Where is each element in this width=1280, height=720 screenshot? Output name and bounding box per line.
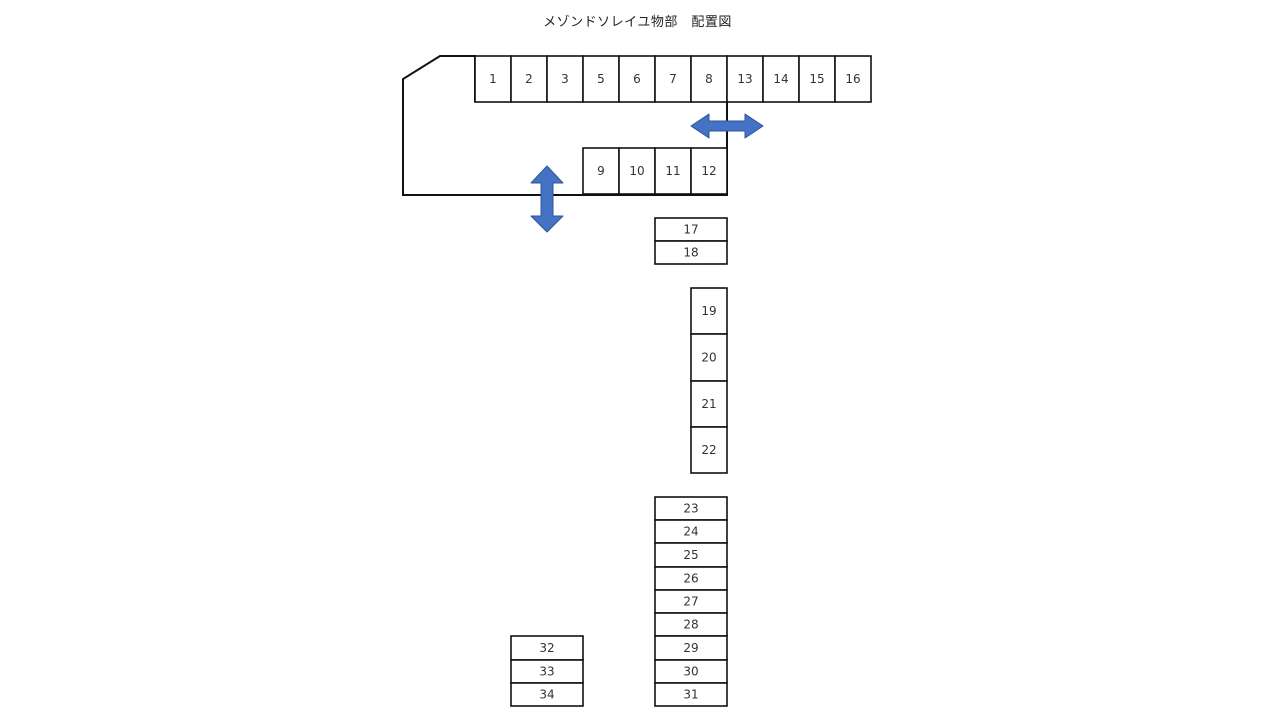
parking-space: 29 <box>654 635 728 661</box>
parking-space: 17 <box>654 217 728 242</box>
parking-space-number: 2 <box>525 72 533 86</box>
parking-space: 28 <box>654 612 728 637</box>
parking-space-box <box>510 635 584 661</box>
parking-space-number: 11 <box>665 164 680 178</box>
parking-space: 18 <box>654 240 728 265</box>
double-arrow-vertical-icon <box>530 165 564 233</box>
parking-space: 6 <box>618 55 656 103</box>
parking-space: 23 <box>654 496 728 521</box>
parking-space-number: 8 <box>705 72 713 86</box>
parking-space: 8 <box>690 55 728 103</box>
parking-space: 33 <box>510 659 584 684</box>
parking-space: 31 <box>654 682 728 707</box>
parking-space: 16 <box>834 55 872 103</box>
parking-space: 30 <box>654 659 728 684</box>
parking-space-number: 24 <box>683 525 698 539</box>
parking-space-box <box>654 635 728 661</box>
parking-space: 11 <box>654 147 692 195</box>
parking-space: 25 <box>654 542 728 568</box>
parking-space-box <box>690 147 728 195</box>
parking-space-box <box>690 426 728 474</box>
parking-space-number: 21 <box>701 397 716 411</box>
parking-space-box <box>654 542 728 568</box>
parking-space-box <box>798 55 836 103</box>
parking-space-box <box>690 333 728 382</box>
parking-space-box <box>510 55 548 103</box>
parking-space-number: 9 <box>597 164 605 178</box>
double-arrow-horizontal-icon <box>690 113 764 139</box>
parking-space-number: 6 <box>633 72 641 86</box>
parking-space: 1 <box>474 55 512 103</box>
parking-space: 3 <box>546 55 584 103</box>
parking-space-box <box>690 55 728 103</box>
parking-space-box <box>510 682 584 707</box>
parking-space-number: 30 <box>683 665 698 679</box>
parking-space: 20 <box>690 333 728 382</box>
parking-space-number: 22 <box>701 443 716 457</box>
parking-space-number: 13 <box>737 72 752 86</box>
parking-space-number: 33 <box>539 665 554 679</box>
parking-space-number: 3 <box>561 72 569 86</box>
parking-space-number: 34 <box>539 688 554 702</box>
parking-space-box <box>834 55 872 103</box>
parking-space-number: 10 <box>629 164 644 178</box>
parking-space: 26 <box>654 566 728 591</box>
parking-space-number: 19 <box>701 304 716 318</box>
parking-space-number: 26 <box>683 572 698 586</box>
parking-space-box <box>690 287 728 335</box>
parking-space: 34 <box>510 682 584 707</box>
parking-space-box <box>654 55 692 103</box>
parking-space-number: 14 <box>773 72 788 86</box>
parking-space-number: 18 <box>683 246 698 260</box>
parking-space: 32 <box>510 635 584 661</box>
parking-space: 2 <box>510 55 548 103</box>
parking-space-number: 31 <box>683 688 698 702</box>
parking-space-box <box>654 240 728 265</box>
parking-space-box <box>690 380 728 428</box>
parking-space-number: 27 <box>683 595 698 609</box>
parking-space: 14 <box>762 55 800 103</box>
parking-space-number: 28 <box>683 618 698 632</box>
parking-space: 10 <box>618 147 656 195</box>
parking-space-box <box>582 55 620 103</box>
parking-space-number: 17 <box>683 223 698 237</box>
parking-space-number: 7 <box>669 72 677 86</box>
parking-space: 21 <box>690 380 728 428</box>
parking-space: 9 <box>582 147 620 195</box>
parking-space-number: 23 <box>683 502 698 516</box>
parking-space: 19 <box>690 287 728 335</box>
parking-space-number: 5 <box>597 72 605 86</box>
page-title: メゾンドソレイユ物部 配置図 <box>543 15 732 30</box>
parking-space-number: 16 <box>845 72 860 86</box>
traffic-arrows <box>530 113 764 233</box>
parking-space-number: 25 <box>683 548 698 562</box>
parking-space: 13 <box>726 55 764 103</box>
parking-space-box <box>618 55 656 103</box>
parking-space: 7 <box>654 55 692 103</box>
parking-space-box <box>546 55 584 103</box>
parking-space-number: 1 <box>489 72 497 86</box>
parking-space-number: 29 <box>683 641 698 655</box>
parking-space: 5 <box>582 55 620 103</box>
parking-space-box <box>654 147 692 195</box>
parking-space: 12 <box>690 147 728 195</box>
parking-space-number: 20 <box>701 351 716 365</box>
parking-space: 24 <box>654 519 728 544</box>
parking-space-box <box>582 147 620 195</box>
parking-space-box <box>654 682 728 707</box>
parking-space: 15 <box>798 55 836 103</box>
parking-space-number: 12 <box>701 164 716 178</box>
parking-space: 22 <box>690 426 728 474</box>
parking-space: 27 <box>654 589 728 614</box>
parking-space-number: 15 <box>809 72 824 86</box>
parking-space-number: 32 <box>539 641 554 655</box>
